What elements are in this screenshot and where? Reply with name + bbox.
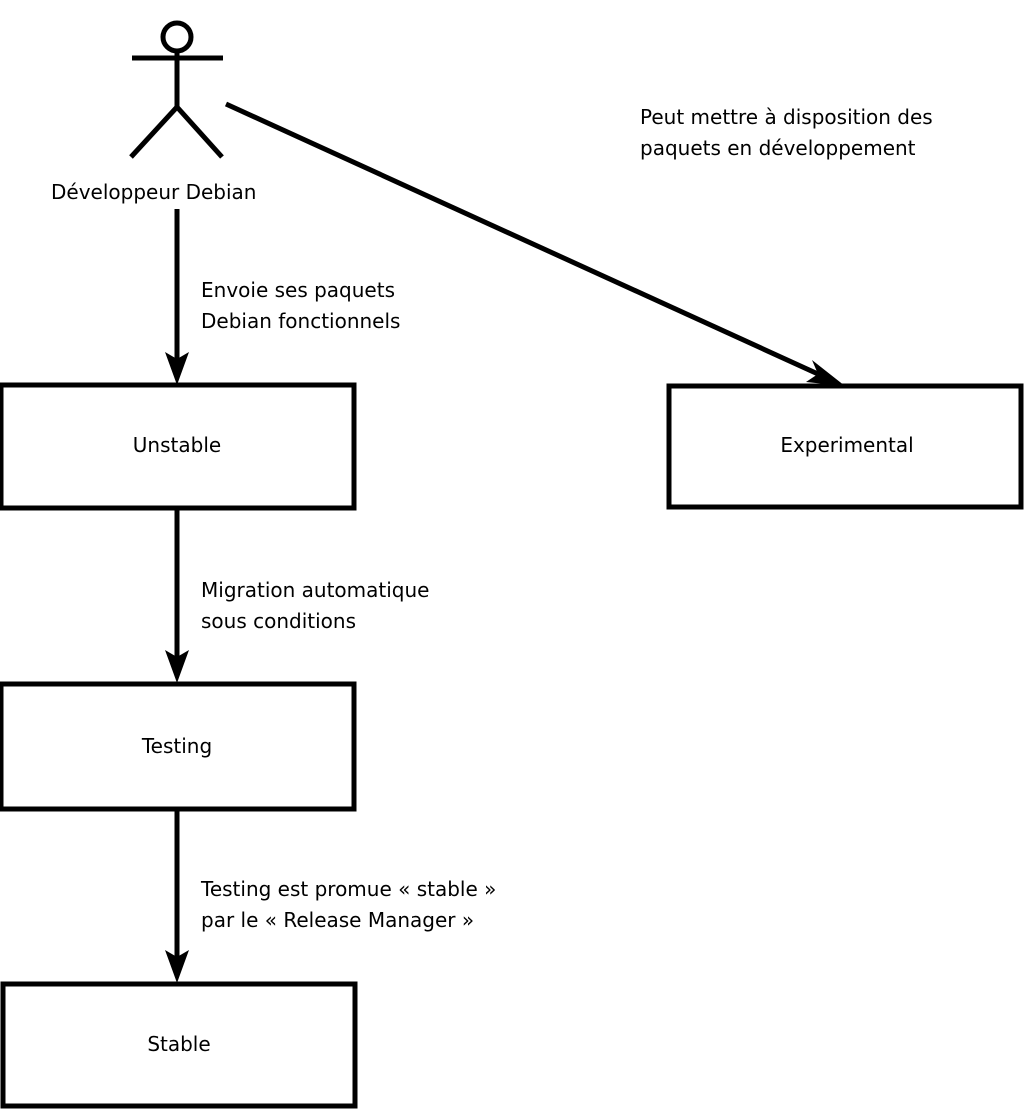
node-testing[interactable]: Testing [0, 681, 357, 812]
node-stable[interactable]: Stable [0, 981, 358, 1109]
node-unstable-label: Unstable [133, 433, 221, 457]
edge-unstable-to-testing [165, 508, 189, 683]
node-testing-label: Testing [141, 734, 212, 758]
edge-label-dev-to-unstable-line2: Debian fonctionnels [201, 309, 400, 333]
edge-label-unstable-to-testing-line2: sous conditions [201, 609, 356, 633]
edge-label-dev-to-unstable-line1: Envoie ses paquets [201, 278, 395, 302]
edge-label-testing-to-stable-line1: Testing est promue « stable » [200, 877, 496, 901]
edge-dev-to-experimental [224, 101, 845, 386]
edge-label-unstable-to-testing-line1: Migration automatique [201, 578, 429, 602]
edge-label-testing-to-stable-line2: par le « Release Manager » [201, 908, 474, 932]
node-unstable[interactable]: Unstable [0, 382, 357, 511]
actor-label: Développeur Debian [51, 180, 256, 204]
edge-label-dev-to-experimental-line2: paquets en développement [640, 136, 916, 160]
node-stable-label: Stable [147, 1032, 210, 1056]
stick-figure-icon [129, 20, 224, 159]
edge-label-dev-to-experimental-line1: Peut mettre à disposition des [640, 105, 933, 129]
node-experimental[interactable]: Experimental [666, 383, 1024, 510]
edge-testing-to-stable [165, 809, 189, 983]
edge-dev-to-unstable [165, 209, 189, 385]
node-experimental-label: Experimental [780, 433, 913, 457]
